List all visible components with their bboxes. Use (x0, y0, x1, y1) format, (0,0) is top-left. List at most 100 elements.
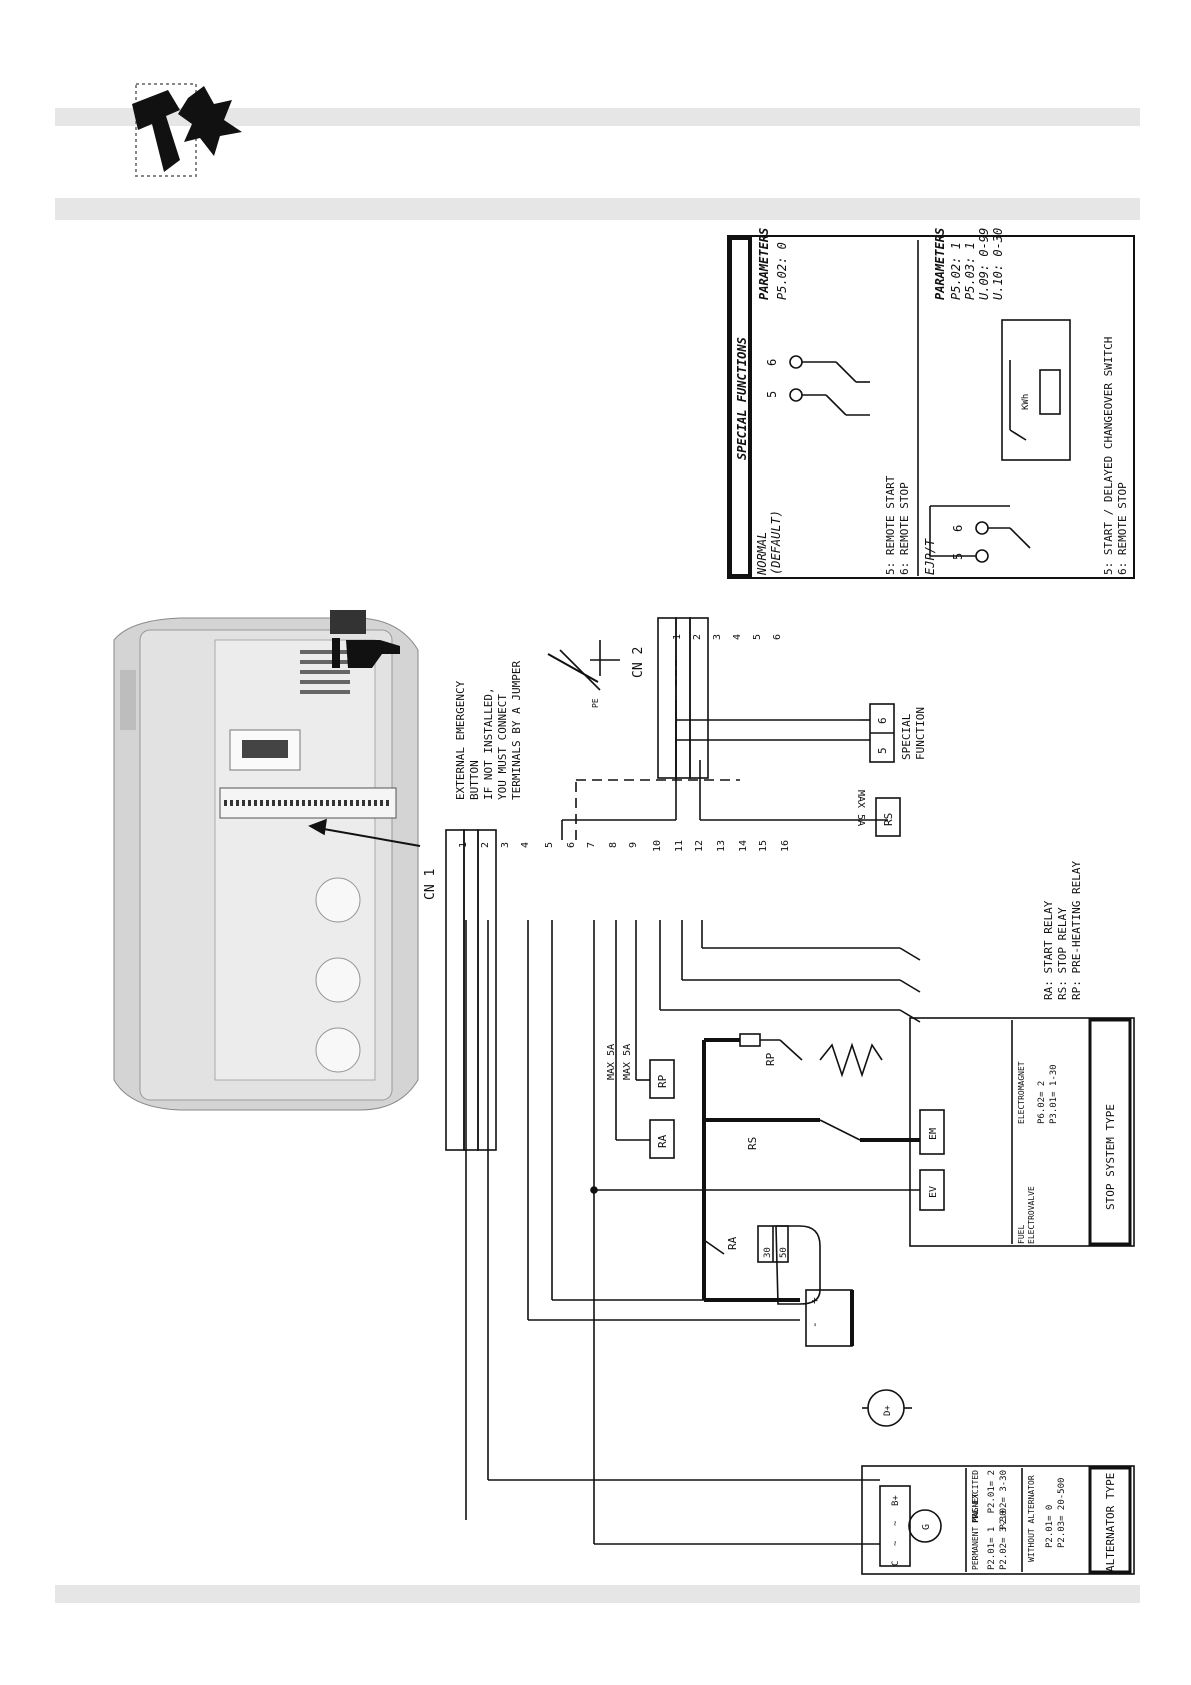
normal-terminal-5: 5 (765, 391, 779, 398)
rp-relay-label: RP (656, 1074, 669, 1088)
emergency-note-line-5: TERMINALS BY A JUMPER (510, 661, 523, 800)
rs-relay-label: RS (882, 813, 895, 826)
electromagnet-param-2: P3.01= 1-30 (1049, 1064, 1059, 1124)
generator-label: G (921, 1524, 932, 1530)
cn1-terminal: 13 (716, 840, 727, 852)
pre-excited-param-1: P2.01= 2 (987, 1470, 997, 1513)
cn2-terminal: 2 (692, 634, 703, 640)
rs-contact-label: RS (746, 1137, 759, 1150)
battery-plus: + (808, 1297, 821, 1304)
ev-label: EV (928, 1186, 939, 1198)
battery-minus: - (808, 1321, 821, 1328)
cn1-terminal: 5 (544, 842, 555, 848)
em-label: EM (928, 1128, 939, 1140)
relay-legend-rs: RS: STOP RELAY (1056, 907, 1069, 1000)
special-function-label-1: SPECIAL (900, 713, 913, 760)
ejp-parameter-1: P5.02: 1 (949, 242, 963, 300)
cn1-terminal: 11 (674, 840, 685, 852)
top-connector (330, 610, 366, 634)
cn2-terminal: 1 (672, 634, 683, 640)
without-param-2: P2.03= 20-500 (1057, 1478, 1067, 1548)
cn1-terminal: 9 (628, 842, 639, 848)
without-alternator-label: WITHOUT ALTERNATOR (1027, 1475, 1036, 1562)
stop-system-box (909, 1017, 1135, 1247)
cn1-terminal: 1 (458, 842, 469, 848)
relay-legend-rp: RP: PRE-HEATING RELAY (1070, 861, 1083, 1000)
em-magnet (919, 1109, 945, 1155)
kwh-meter-label: KWh (1021, 394, 1031, 410)
ejp-legend-5: 5: START / DELAYED CHANGEOVER SWITCH (1102, 337, 1115, 575)
pre-excited-label: PRE-EXCITED (971, 1470, 980, 1523)
special-function-label-2: FUNCTION (914, 707, 927, 760)
cn1-terminal: 2 (480, 842, 491, 848)
pre-excited-param-2: P2.02= 3-30 (999, 1470, 1009, 1530)
starter-terminal-30: 30 (763, 1247, 773, 1258)
cn1-terminal: 7 (586, 842, 597, 848)
alt-terminal-ac1: ~ (891, 1540, 901, 1546)
ra-relay-label: RA (656, 1134, 669, 1148)
normal-default-label: (DEFAULT) (769, 510, 783, 575)
normal-mode-label: NORMAL (755, 532, 769, 576)
alternator-title: ALTERNATOR TYPE (1104, 1473, 1117, 1572)
pointing-hand-icon (332, 638, 400, 668)
header-bar-bottom (55, 198, 1140, 220)
ev-valve (919, 1169, 945, 1211)
controller-photo (113, 610, 419, 1111)
cn1-terminal: 4 (520, 842, 531, 848)
dynamo-label: D+ (883, 1405, 893, 1416)
stop-system-title: STOP SYSTEM TYPE (1104, 1104, 1117, 1210)
cn1-terminal-numbers: 1 2 3 4 5 6 7 8 9 10 11 12 13 14 15 16 (458, 840, 791, 852)
cn1-block (445, 829, 465, 1151)
cn1-terminal: 14 (738, 840, 749, 852)
max-5a-label-rp: MAX 5A (622, 1044, 633, 1080)
cn2-label: CN 2 (631, 647, 646, 678)
emergency-note-line-3: IF NOT INSTALLED, (482, 687, 495, 800)
cn1-label: CN 1 (423, 869, 438, 900)
alternator-terminals (879, 1485, 911, 1567)
cn1-terminal: 3 (500, 842, 511, 848)
electromagnet-param-1: P6.02= 2 (1037, 1081, 1047, 1124)
fuel-label-1: FUEL (1017, 1225, 1026, 1244)
emergency-note-line-2: BUTTON (468, 760, 481, 800)
cn2-block (657, 617, 677, 779)
cn2-terminal: 5 (752, 634, 763, 640)
emergency-note-line-1: EXTERNAL EMERGENCY (454, 680, 467, 800)
normal-parameter: P5.02: 0 (775, 242, 789, 300)
normal-legend-6: 6: REMOTE STOP (898, 482, 911, 575)
ejp-terminal-5: 5 (951, 553, 965, 560)
cn1-terminal: 15 (758, 840, 769, 852)
pe-label: PE (591, 698, 600, 708)
special-functions-title: SPECIAL FUNCTIONS (735, 337, 749, 460)
max-5a-label-ra: MAX 5A (606, 1044, 617, 1080)
cn1-terminal: 16 (780, 840, 791, 852)
cn2-terminal-numbers: 1 2 3 4 5 6 (672, 634, 783, 640)
cn2-terminal: 6 (772, 634, 783, 640)
electromagnet-label: ELECTROMAGNET (1017, 1061, 1026, 1124)
ejp-parameter-3: U.09: 0-99 (977, 228, 991, 300)
without-param-1: P2.01= 0 (1045, 1505, 1055, 1548)
starter-terminal-50: 50 (779, 1247, 789, 1258)
cn2-terminal: 4 (732, 634, 743, 640)
max-5a-label-rs: MAX 5A (855, 790, 866, 826)
emergency-note-line-4: YOU MUST CONNECT (496, 694, 509, 800)
permanent-param-2: P2.02= 3-30 (999, 1510, 1009, 1570)
normal-legend-5: 5: REMOTE START (884, 475, 897, 575)
header-bar-top (55, 108, 1140, 126)
permanent-param-1: P2.01= 1 (987, 1527, 997, 1570)
ra-relay (649, 1119, 675, 1159)
relay-legend-ra: RA: START RELAY (1042, 900, 1055, 1000)
normal-terminal-6: 6 (765, 359, 779, 366)
alt-terminal-c: C (891, 1561, 901, 1566)
vent-slots (300, 650, 350, 694)
footer-bar (55, 1585, 1140, 1603)
alternator-box (861, 1465, 1135, 1575)
cn1-terminal: 8 (608, 842, 619, 848)
rs-relay-top (875, 797, 901, 837)
cn1-terminal: 12 (694, 840, 705, 852)
brand-logo (132, 83, 242, 177)
cn2-terminal: 3 (712, 634, 723, 640)
special-function-terminal-6: 6 (876, 717, 889, 724)
ejp-parameter-4: U.10: 0-30 (991, 228, 1005, 300)
normal-parameters-title: PARAMETERS (757, 228, 771, 300)
